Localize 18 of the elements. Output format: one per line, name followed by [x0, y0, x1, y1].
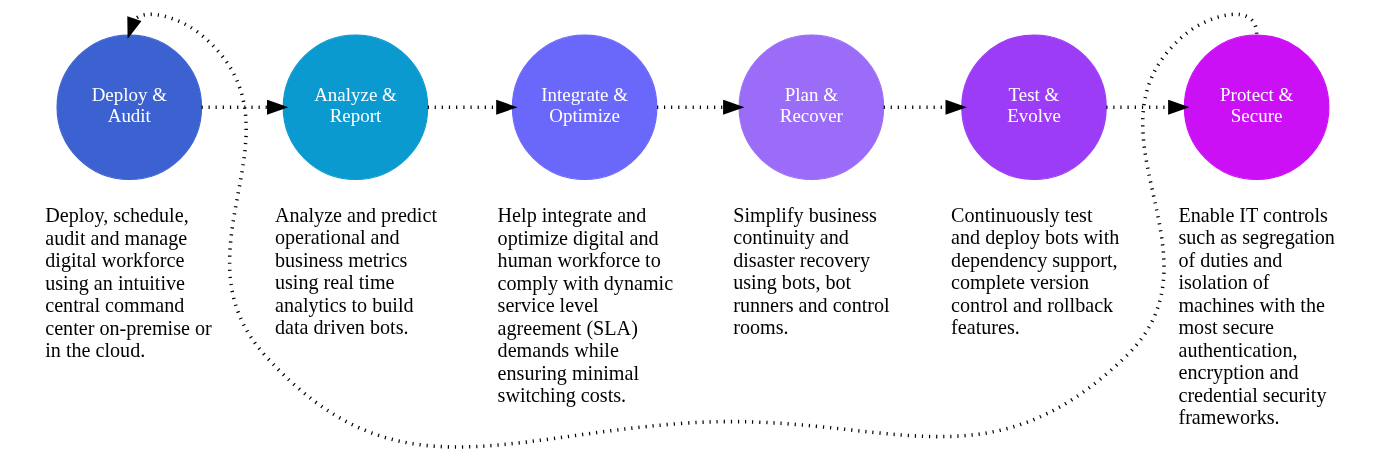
node-circle: Protect & Secure [1183, 33, 1330, 180]
arrow [657, 99, 745, 115]
node-label: Deploy, schedule, audit and manage digital workforce using an intuitive central command center on-premise or in the cloud. [45, 203, 212, 361]
node-circle: Test & Evolve [961, 33, 1107, 180]
node-circle: Deploy & Audit [56, 33, 203, 180]
arrow [127, 12, 1259, 449]
node-label: Help integrate and optimize digital and human workforce to comply with dynamic service level agreement (SLA) demands while ensuring minimal switching costs. [497, 203, 674, 406]
node-circle: Plan & Recover [738, 33, 885, 180]
node-label: Enable IT controls such as segregation of duties and isolation of machines with the most secure authentication, encryption and credential security frameworks. [1178, 203, 1335, 428]
arrow [427, 99, 518, 115]
node-label: Simplify business continuity and disaster recovery using bots, bot runners and control rooms. [733, 203, 890, 338]
node-circle: Integrate & Optimize [511, 33, 658, 180]
node-circle: Analyze & Report [282, 33, 429, 180]
node-label: Analyze and predict operational and business metrics using real time analytics to build data driven bots. [274, 203, 437, 338]
node-label: Continuously test and deploy bots with dependency support, complete version control and rollback features. [951, 203, 1120, 338]
arrow [201, 99, 289, 115]
arrow [883, 99, 967, 115]
arrow [1106, 99, 1190, 115]
